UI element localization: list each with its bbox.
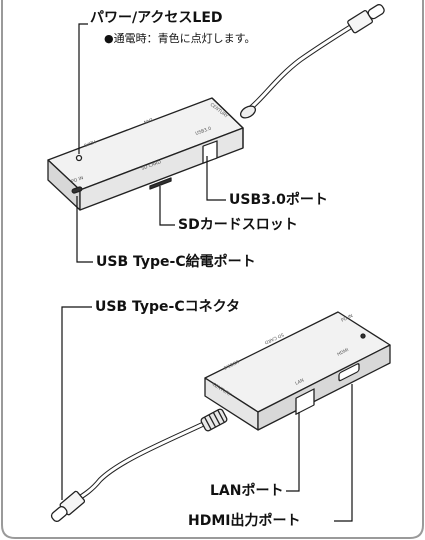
label-power-led-note: ●通電時：青色に点灯します。: [104, 32, 256, 45]
sd-card-slot: [149, 177, 172, 190]
callout-usbc-power: [76, 196, 93, 263]
top-port-label-usb: USB3.0: [195, 126, 213, 137]
label-sd-card-slot: SDカードスロット: [178, 217, 298, 233]
callout-usbc-connector: [61, 306, 92, 500]
callout-lan: [286, 412, 300, 492]
callouts-bottom: [61, 306, 353, 522]
label-usbc-power-port: USB Type-C給電ポート: [96, 254, 256, 270]
label-power-led: パワー/アクセスLED: [90, 10, 223, 26]
hub-top-usbc-plug: [347, 4, 385, 34]
bottom-led: [360, 333, 366, 339]
label-lan-port: LANポート: [210, 483, 284, 499]
hub-bottom-cable: [74, 417, 214, 503]
label-hdmi-output-port: HDMI出力ポート: [188, 513, 301, 529]
hub-top-view: [47, 4, 385, 211]
front-port-label-pd: PD IN: [71, 175, 85, 185]
top-port-label-hdmi: HDMI: [83, 138, 96, 148]
callouts-top: [76, 23, 226, 263]
bottom-port-label-pd: PD IN: [340, 313, 354, 324]
lan-port: [295, 388, 315, 415]
bottom-port-label-hdmi: HDMI: [336, 347, 349, 358]
callout-usb30: [206, 156, 226, 201]
top-port-label-lan: LAN: [143, 116, 154, 125]
hub-bottom-view: [50, 311, 391, 522]
hub-bottom-strain-relief: [200, 408, 228, 432]
callout-power-led: [78, 23, 88, 154]
hub-bottom-usbc-plug: [50, 490, 86, 522]
bottom-port-label-lan: LAN: [294, 377, 305, 386]
power-led: [75, 154, 83, 162]
callout-hdmi: [334, 384, 353, 522]
hdmi-port: [338, 363, 360, 382]
label-usbc-connector: USB Type-Cコネクタ: [95, 299, 241, 315]
callout-sd: [159, 186, 175, 226]
label-usb30-port: USB3.0ポート: [229, 192, 328, 208]
usbc-power-port: [71, 186, 83, 194]
